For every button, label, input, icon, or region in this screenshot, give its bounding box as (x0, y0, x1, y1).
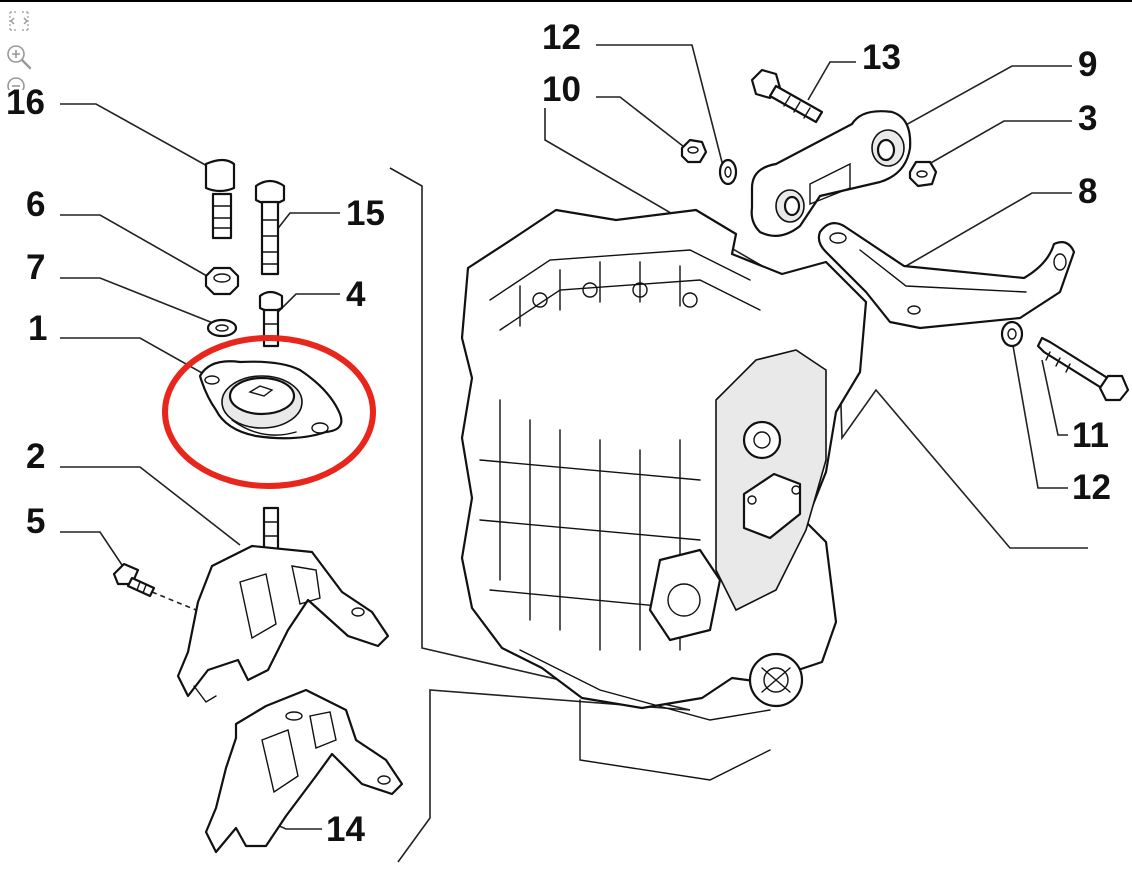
callout-7[interactable]: 7 (26, 248, 45, 287)
zoom-in-icon[interactable] (4, 42, 34, 72)
callout-2[interactable]: 2 (26, 437, 45, 476)
callout-9[interactable]: 9 (1078, 45, 1097, 84)
highlight-ring (162, 335, 376, 489)
callout-4[interactable]: 4 (346, 275, 366, 314)
part-2-bracket[interactable] (176, 506, 390, 703)
callout-12-bottom[interactable]: 12 (1072, 468, 1111, 507)
callout-labels: 16 6 15 7 4 1 2 5 14 12 10 13 9 3 8 11 1… (6, 18, 1111, 849)
part-16-bolt[interactable] (204, 158, 236, 240)
part-14-bracket[interactable] (204, 688, 404, 854)
part-3-nut[interactable] (908, 160, 938, 188)
part-5-bolt[interactable] (112, 562, 156, 598)
part-6-nut[interactable] (204, 266, 240, 296)
part-15-bolt[interactable] (254, 179, 286, 276)
callout-15[interactable]: 15 (346, 194, 385, 233)
callout-14[interactable]: 14 (326, 810, 365, 849)
part-9-torque-rod[interactable] (750, 110, 912, 237)
fit-screen-icon[interactable] (4, 6, 34, 36)
callout-12-top[interactable]: 12 (542, 18, 581, 57)
callout-16[interactable]: 16 (6, 83, 45, 122)
callout-8[interactable]: 8 (1078, 172, 1097, 211)
callout-6[interactable]: 6 (26, 185, 45, 224)
callout-10[interactable]: 10 (542, 70, 581, 109)
part-12-washer-top[interactable] (718, 158, 738, 186)
part-12-washer-bottom[interactable] (1000, 320, 1024, 348)
part-4-bolt[interactable] (258, 290, 284, 348)
part-8-bracket[interactable] (817, 221, 1076, 330)
part-11-bolt[interactable] (1036, 336, 1130, 402)
part-1-mount-pad[interactable] (198, 360, 343, 440)
callout-11[interactable]: 11 (1072, 416, 1109, 455)
part-10-nut[interactable] (680, 138, 708, 164)
callout-3[interactable]: 3 (1078, 99, 1097, 138)
top-border (0, 0, 1132, 2)
zoom-out-icon[interactable] (4, 74, 34, 90)
part-7-washer[interactable] (206, 318, 238, 338)
part-13-bolt[interactable] (750, 68, 824, 124)
callout-1[interactable]: 1 (28, 309, 47, 348)
engine-block[interactable] (460, 208, 868, 781)
callout-5[interactable]: 5 (26, 502, 45, 541)
leader-lines (60, 44, 1072, 830)
callout-13[interactable]: 13 (862, 38, 901, 77)
